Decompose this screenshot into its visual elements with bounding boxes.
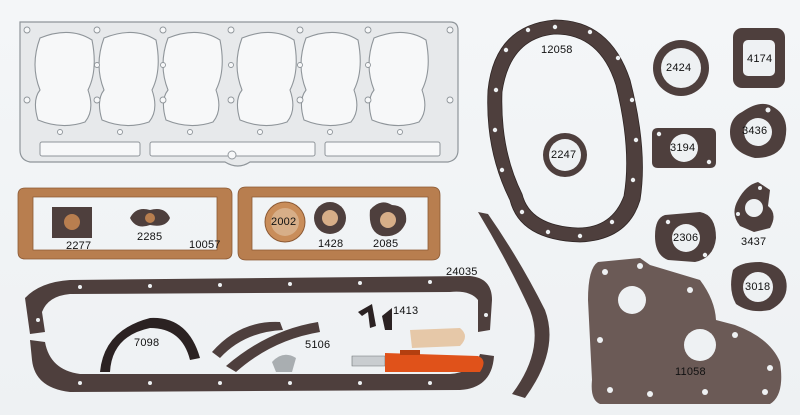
gasket-4174 bbox=[733, 28, 785, 88]
part-label-2085: 2085 bbox=[373, 238, 399, 250]
part-label-7098: 7098 bbox=[134, 337, 160, 349]
cylinder-head-gasket bbox=[19, 21, 459, 167]
cork-gasket-pan bbox=[237, 186, 441, 261]
part-label-2247: 2247 bbox=[551, 149, 577, 161]
seal-2247 bbox=[543, 133, 587, 177]
part-label-1413: 1413 bbox=[393, 305, 419, 317]
part-label-12058: 12058 bbox=[541, 44, 573, 56]
part-label-11058: 11058 bbox=[675, 366, 706, 378]
part-label-3018: 3018 bbox=[745, 281, 771, 293]
part-label-5106: 5106 bbox=[305, 339, 331, 351]
part-label-10057: 10057 bbox=[189, 239, 221, 251]
part-label-3194: 3194 bbox=[670, 142, 696, 154]
cork-gasket-10057 bbox=[17, 187, 233, 260]
part-label-1428: 1428 bbox=[318, 238, 344, 250]
front-plate-gasket bbox=[588, 258, 782, 404]
part-label-2277: 2277 bbox=[66, 240, 92, 252]
part-label-2002: 2002 bbox=[271, 216, 297, 228]
gasket-3436 bbox=[730, 103, 787, 158]
rope-seals-5106 bbox=[212, 321, 320, 372]
timing-cover-gasket bbox=[487, 19, 643, 243]
gasket-2424 bbox=[653, 40, 709, 96]
clip-1413 bbox=[358, 304, 392, 330]
part-label-4174: 4174 bbox=[747, 53, 773, 65]
side-strip-gasket bbox=[478, 212, 550, 398]
gasket-3437 bbox=[734, 182, 774, 232]
part-label-3436: 3436 bbox=[742, 125, 768, 137]
utility-knife bbox=[351, 350, 484, 372]
part-label-2424: 2424 bbox=[666, 62, 692, 74]
part-label-2285: 2285 bbox=[137, 231, 163, 243]
gasket-3194 bbox=[652, 128, 716, 168]
gasket-3018 bbox=[731, 262, 787, 312]
rear-seal-7098 bbox=[100, 317, 200, 372]
part-label-3437: 3437 bbox=[741, 236, 767, 248]
part-label-2306: 2306 bbox=[673, 232, 699, 244]
cork-pad bbox=[410, 328, 465, 348]
part-label-24035: 24035 bbox=[446, 266, 478, 278]
gasket-2306 bbox=[655, 212, 716, 262]
oil-pan-gasket bbox=[25, 276, 494, 392]
